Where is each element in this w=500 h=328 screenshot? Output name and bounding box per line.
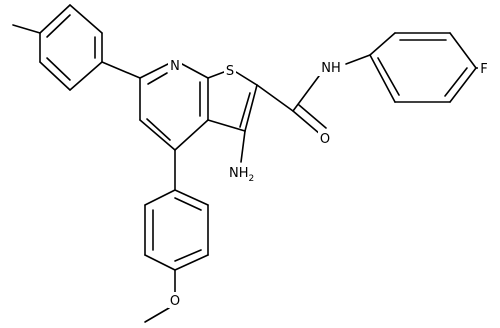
bond-fp-3 (449, 32, 477, 69)
atom-carbonyl-oxygen: O (320, 132, 330, 147)
atom-amide-nh: NH (321, 61, 341, 76)
bond-nh-aryl (345, 54, 371, 65)
atom-fluorine: F (480, 62, 487, 77)
atom-amino-subscript: 2 (249, 174, 255, 184)
bond-co-1 (292, 110, 321, 135)
bond-fp-d3 (377, 57, 400, 96)
atom-nitrogen-pyridine: N (170, 59, 180, 74)
bond-tolyl-d3 (46, 57, 71, 81)
bond-th-3 (244, 84, 258, 132)
bond-th-2 (235, 71, 258, 86)
bond-mp-1 (144, 189, 176, 206)
bond-py-4 (174, 119, 209, 151)
bond-tolyl-5 (39, 61, 71, 91)
bond-tolyl-2 (69, 4, 103, 34)
bond-th-4 (207, 119, 246, 132)
bond-py-2 (181, 63, 209, 79)
bond-methyl (12, 24, 41, 34)
bond-fp-4 (449, 67, 477, 103)
bond-fp-1 (369, 32, 396, 56)
bond-mp-4 (174, 254, 209, 271)
bond-tolyl-pyridine (101, 61, 141, 79)
bond-mp-d2 (174, 249, 202, 262)
bond-tolyl-4 (69, 61, 103, 91)
bond-py-d1 (147, 72, 168, 85)
atom-amino-nh2: NH2 (229, 166, 254, 184)
bond-tolyl-d1 (46, 14, 71, 38)
bond-fp-6 (369, 54, 396, 103)
bonds (12, 4, 479, 323)
bond-ring-carbonyl (256, 84, 294, 112)
bond-py-d3 (146, 118, 171, 141)
bond-mp-d3 (174, 197, 202, 211)
atom-labels: N S NH O F NH2 O (168, 57, 490, 309)
bond-ether-methyl (144, 307, 170, 323)
bond-amino (240, 130, 246, 163)
bond-th-1 (207, 71, 225, 79)
bond-py-5 (139, 119, 176, 151)
bond-mp-6 (174, 189, 209, 206)
bond-c-nh (292, 75, 320, 112)
bond-mp-3 (144, 254, 176, 271)
atom-methoxy-oxygen: O (170, 294, 180, 309)
bond-tolyl-1 (39, 4, 71, 34)
bond-fp-d2 (444, 67, 468, 97)
bond-th-d1 (239, 92, 251, 128)
atom-sulfur: S (226, 64, 234, 79)
bond-py-1 (139, 63, 169, 79)
atom-amino-nh: NH (229, 166, 249, 181)
bond-co-2 (298, 104, 327, 129)
